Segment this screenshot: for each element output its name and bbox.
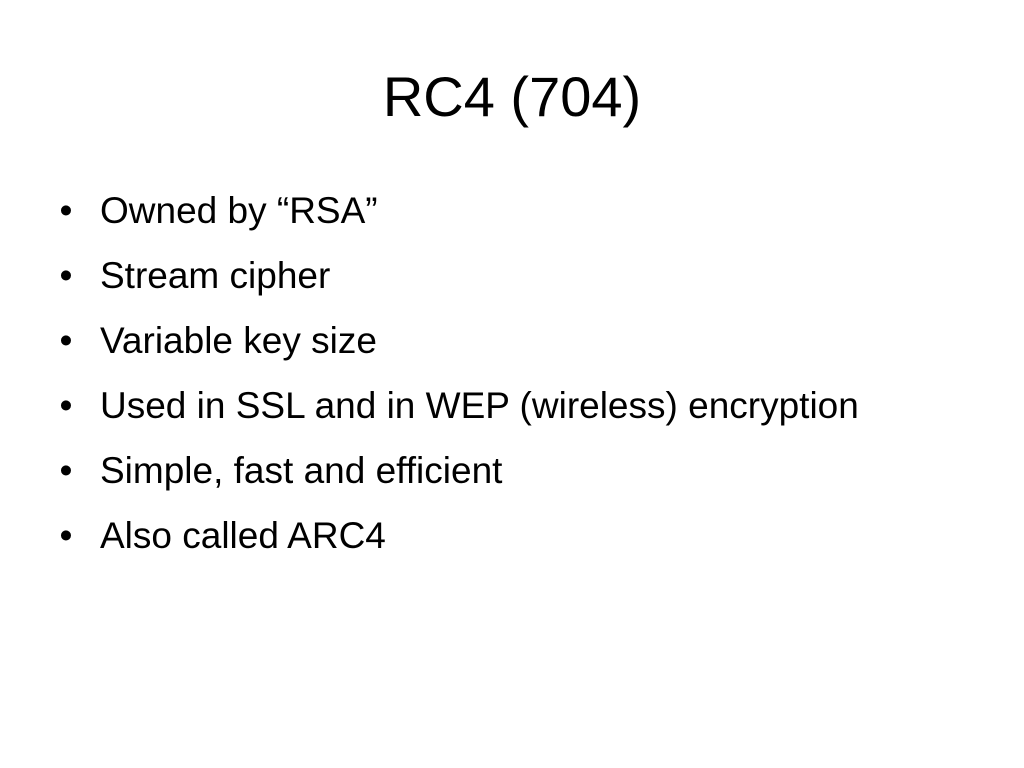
list-item: • Owned by “RSA” — [56, 188, 976, 234]
bullet-dot: • — [59, 320, 73, 361]
bullet-text: Owned by “RSA” — [100, 190, 378, 231]
bullet-text: Simple, fast and efficient — [100, 450, 503, 491]
bullet-list: • Owned by “RSA” • Stream cipher • Varia… — [56, 188, 976, 578]
slide-title: RC4 (704) — [382, 65, 642, 128]
list-item: • Also called ARC4 — [56, 513, 976, 559]
list-item: • Used in SSL and in WEP (wireless) encr… — [56, 383, 976, 429]
list-item: • Variable key size — [56, 318, 976, 364]
bullet-text: Variable key size — [100, 320, 377, 361]
bullet-dot: • — [59, 255, 73, 296]
bullet-dot: • — [59, 450, 73, 491]
list-item: • Stream cipher — [56, 253, 976, 299]
bullet-dot: • — [59, 385, 73, 426]
bullet-text: Also called ARC4 — [100, 515, 386, 556]
bullet-dot: • — [59, 190, 73, 231]
list-item: • Simple, fast and efficient — [56, 448, 976, 494]
bullet-text: Stream cipher — [100, 255, 331, 296]
bullet-dot: • — [59, 515, 73, 556]
bullet-text: Used in SSL and in WEP (wireless) encryp… — [100, 385, 859, 426]
